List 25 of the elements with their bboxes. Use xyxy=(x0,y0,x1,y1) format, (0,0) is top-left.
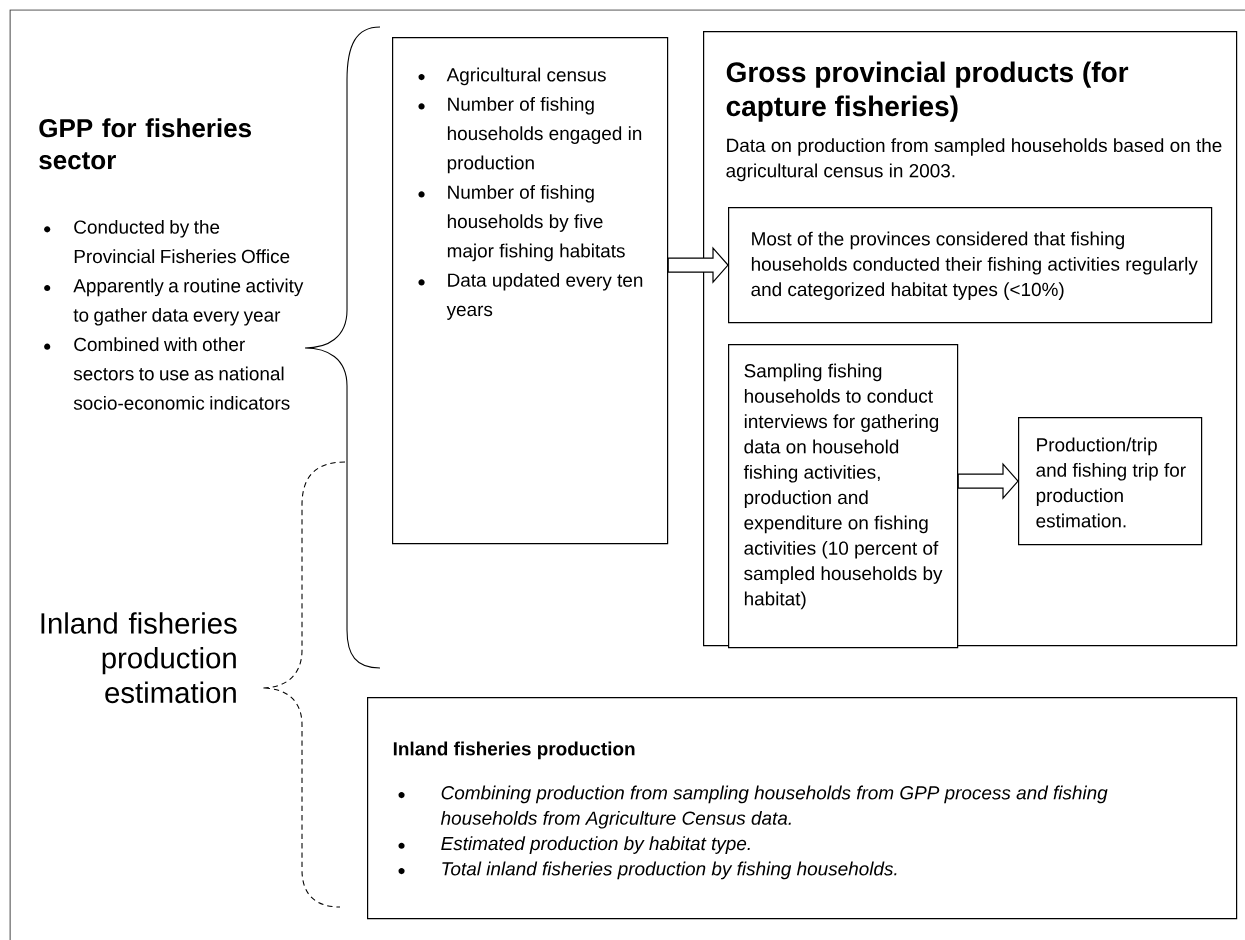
bullet-item: Total inland fisheries production by fishing households. xyxy=(398,861,897,880)
bullet-item: Conducted by the Provincial Fisheries Office xyxy=(44,219,290,264)
process-box xyxy=(728,344,959,649)
bullet-item: Combining production from sampling households from GPP process and fishing households from Agriculture Census data. xyxy=(398,785,1108,829)
process-box xyxy=(367,697,1238,920)
heading: Gross provincial products (for capture fisheries) xyxy=(726,61,1129,122)
block-arrow xyxy=(957,462,1019,500)
body-text: Most of the provinces considered that fishing households conducted their fishing activities regularly and categorized habitat types (<10%) xyxy=(751,231,1198,300)
heading: Inland fisheries production xyxy=(393,741,635,760)
bullet-item: Data updated every ten years xyxy=(418,272,643,320)
bullet-item: Estimated production by habitat type. xyxy=(398,836,750,854)
block-arrow xyxy=(667,246,729,284)
heading: GPP for fisheries sector xyxy=(39,118,251,170)
side-label: Inland fisheries production estimation xyxy=(41,612,237,704)
body-text: Sampling fishing households to conduct interviews for gathering data on household fishing activities, production and expenditure on fishing activities (10 percent of sampled households by habitat) xyxy=(743,363,943,610)
process-box xyxy=(728,207,1213,324)
bullet-item: Combined with other sectors to use as national socio-economic indicators xyxy=(44,337,290,410)
bullet-item: Number of fishing households engaged in production xyxy=(418,96,642,174)
body-text: Data on production from sampled households based on the agricultural census in 2003. xyxy=(726,138,1222,182)
list-box xyxy=(392,37,669,545)
body-text: Production/trip and fishing trip for production estimation. xyxy=(1036,437,1186,528)
bullet-item: Apparently a routine activity to gather data every year xyxy=(44,278,304,326)
bullet-item: Agricultural census xyxy=(418,67,606,86)
bullet-item: Number of fishing households by five major fishing habitats xyxy=(418,184,625,262)
process-box xyxy=(1018,417,1203,546)
